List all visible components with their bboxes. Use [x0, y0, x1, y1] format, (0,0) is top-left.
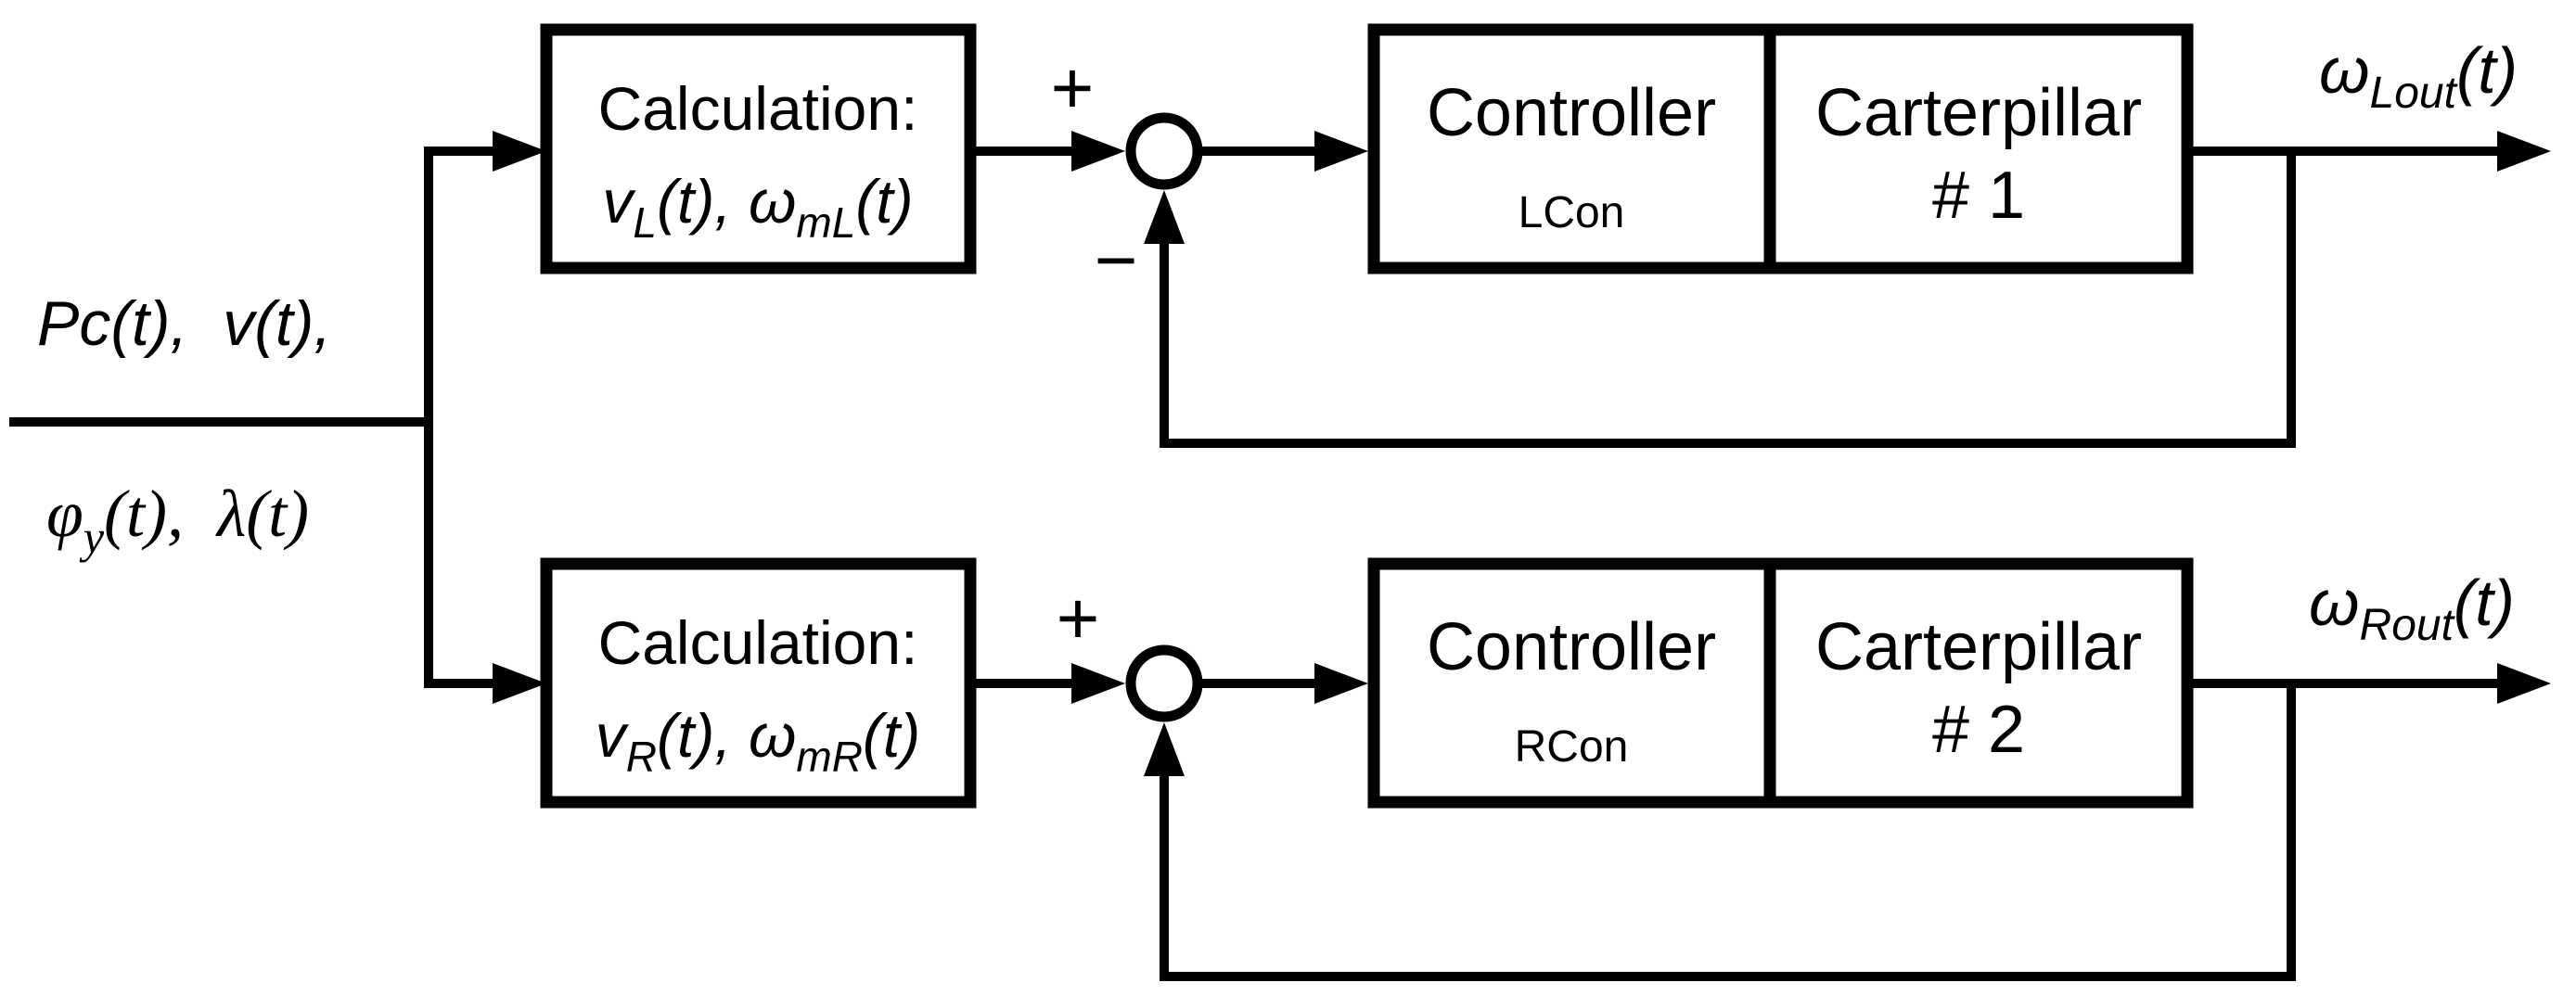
output-label-left: ωLout(t) [2319, 34, 2518, 118]
omega-out-symbol: ω [2319, 34, 2370, 107]
controller-label-right: Controller [1427, 610, 1716, 684]
input-label-rest: (t), λ(t) [104, 477, 309, 551]
arrowhead-into-calc-left [493, 131, 546, 172]
expr-tail: (t) [855, 167, 913, 236]
phi-subscript: y [79, 511, 105, 563]
output-arrowhead-left [2497, 131, 2551, 172]
controller-label-left: Controller [1427, 76, 1716, 150]
calculation-expression-left: vL(t), ωmL(t) [602, 167, 913, 247]
arrowhead-into-calc-right [493, 663, 546, 704]
expr-tail: (t) [863, 701, 920, 770]
calculation-expression-right: vR(t), ωmR(t) [596, 701, 920, 781]
feedback-arrowhead-right [1144, 722, 1185, 776]
omega-out-symbol: ω [2309, 567, 2360, 639]
caterpillar-number-right: # 2 [1932, 693, 2025, 767]
feedback-wire-right [1160, 683, 2296, 981]
omega-out-tail: (t) [2456, 34, 2518, 107]
arrowhead-into-sum-right [1071, 663, 1125, 704]
omega-out-subscript: Rout [2360, 601, 2455, 650]
minus-sign-left: − [1095, 219, 1138, 301]
controller-name-right: RCon [1515, 722, 1629, 772]
arrowhead-into-controller-left [1314, 131, 1368, 172]
input-signal-label-line2: φy(t), λ(t) [46, 477, 309, 563]
phi-symbol: φ [46, 477, 83, 551]
calculation-block-right [540, 557, 977, 809]
controller-caterpillar-block-right [1367, 557, 2194, 809]
output-label-right: ωRout(t) [2309, 567, 2515, 650]
feedback-wire-left [1160, 151, 2296, 448]
omega-symbol: ω [749, 701, 796, 770]
input-branch-wire [424, 147, 497, 688]
summing-junction-right [1125, 644, 1203, 722]
calculation-title-left: Calculation: [598, 74, 918, 143]
v-symbol: v [596, 701, 630, 770]
expr-mid: (t), [657, 167, 749, 236]
input-signal-label-line1: Pc(t), v(t), [37, 288, 331, 359]
summing-junction-left [1125, 112, 1203, 190]
omega-out-subscript: Lout [2370, 69, 2458, 118]
plus-sign-left: + [1051, 46, 1095, 129]
expr-mid: (t), [657, 701, 749, 770]
arrowhead-into-controller-right [1314, 663, 1368, 704]
feedback-arrowhead-left [1144, 190, 1185, 244]
arrowhead-into-sum-left [1071, 131, 1125, 172]
controller-name-left: LCon [1519, 188, 1625, 237]
v-subscript: R [626, 733, 657, 781]
omega-subscript: mL [796, 198, 855, 247]
omega-out-tail: (t) [2454, 567, 2515, 639]
output-arrowhead-right [2497, 663, 2551, 704]
v-subscript: L [633, 198, 657, 247]
caterpillar-label-left: Carterpillar [1815, 76, 2142, 150]
calculation-title-right: Calculation: [598, 608, 918, 677]
v-symbol: v [602, 167, 636, 236]
caterpillar-label-right: Carterpillar [1815, 610, 2142, 684]
omega-symbol: ω [749, 167, 796, 236]
plus-sign-right: + [1057, 577, 1100, 659]
omega-subscript: mR [796, 733, 863, 781]
caterpillar-number-left: # 1 [1932, 159, 2025, 233]
